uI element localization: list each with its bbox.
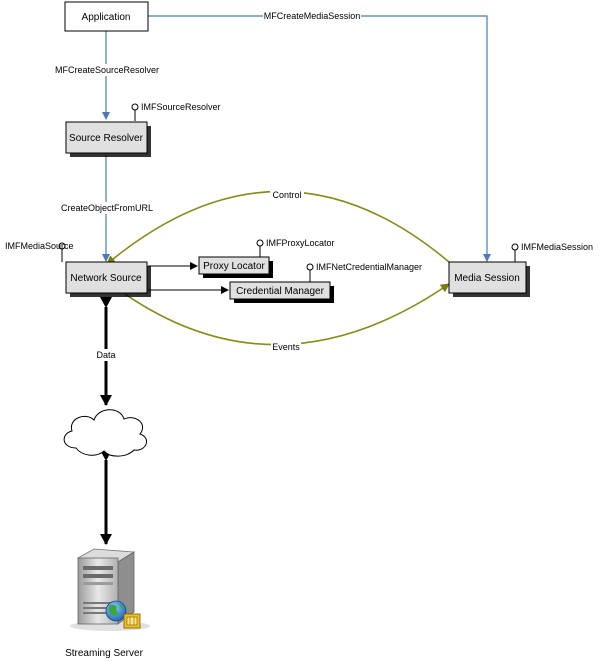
iface-media-session (511, 243, 519, 262)
node-label-proxy-locator: Proxy Locator (203, 261, 265, 272)
edge-label-data: Data (96, 350, 115, 360)
edge-label-bg (263, 10, 361, 22)
edge-label-bg (271, 341, 301, 352)
node-label-streaming-server: Streaming Server (65, 648, 143, 659)
iface-label-credential-manager: IMFNetCredentialManager (316, 262, 422, 272)
node-network-source: Network Source (65, 261, 151, 297)
edge-label-create-source-resolver: MFCreateSourceResolver (55, 65, 159, 75)
iface-label-source-resolver: IMFSourceResolver (141, 102, 221, 112)
edge-control (106, 190, 450, 265)
iface-media-source (58, 242, 66, 262)
edge-create-media-session (148, 15, 491, 262)
iface-source-resolver (131, 103, 139, 121)
edge-label-create-media-session: MFCreateMediaSession (264, 11, 361, 21)
edge-label-bg (50, 64, 164, 76)
globe-icon (105, 600, 127, 622)
iface-label-media-source: IMFMediaSource (5, 241, 74, 251)
edge-label-create-object-from-url: CreateObjectFromURL (61, 203, 153, 213)
edge-label-control: Control (272, 190, 301, 200)
edge-label-bg (270, 189, 304, 200)
node-application: Application (64, 1, 149, 32)
edge-label-events: Events (272, 342, 300, 352)
node-label-credential-manager: Credential Manager (236, 286, 324, 297)
node-label-media-session: Media Session (454, 273, 520, 284)
media-file-icon (123, 613, 141, 629)
node-label-network-source: Network Source (70, 273, 142, 284)
node-label-source-resolver: Source Resolver (69, 133, 144, 144)
iface-label-media-session: IMFMediaSession (521, 242, 593, 252)
node-credential-manager: Credential Manager (229, 281, 334, 303)
iface-proxy-locator (256, 239, 264, 257)
edge-label-bg (58, 202, 156, 214)
server-icon (70, 548, 150, 631)
iface-label-proxy-locator: IMFProxyLocator (266, 238, 335, 248)
node-source-resolver: Source Resolver (65, 121, 151, 157)
cloud-icon (63, 409, 148, 457)
edge-label-bg (93, 349, 119, 361)
node-media-session: Media Session (448, 261, 530, 297)
node-proxy-locator: Proxy Locator (198, 256, 273, 278)
iface-credential-manager (306, 263, 314, 282)
node-label-application: Application (82, 12, 131, 23)
